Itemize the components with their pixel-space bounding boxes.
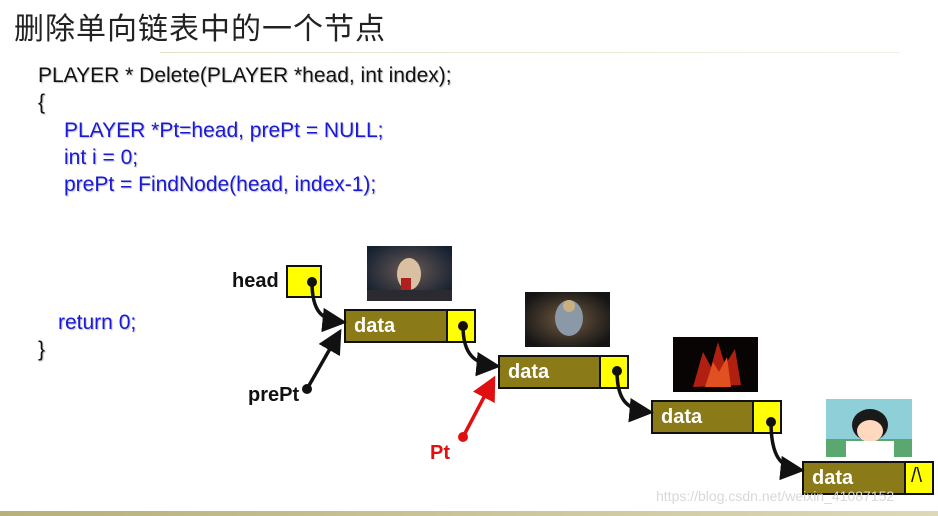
head-label: head xyxy=(232,270,279,292)
pt-arrow xyxy=(458,375,496,442)
prept-arrow xyxy=(302,328,342,394)
node3-next-arrow xyxy=(766,417,805,481)
code-line-signature: PLAYER * Delete(PLAYER *head, int index)… xyxy=(38,64,452,87)
warrior-image xyxy=(367,246,452,301)
node4-character-image xyxy=(826,399,912,457)
cartoon-girl-image xyxy=(826,399,912,457)
node1-character-image xyxy=(367,246,452,301)
title-divider xyxy=(160,52,900,53)
node-data-label: data xyxy=(661,406,703,428)
node-data-label: data xyxy=(812,467,854,489)
null-pointer-box: /\ xyxy=(904,463,932,493)
null-symbol: /\ xyxy=(911,465,923,487)
fire-demon-image xyxy=(673,337,758,392)
node-data-label: data xyxy=(354,315,396,337)
code-line-findnode: prePt = FindNode(head, index-1); xyxy=(64,173,377,196)
code-line-open-brace: { xyxy=(38,91,46,114)
list-node-4: data /\ xyxy=(802,461,934,495)
code-line-pt-init: PLAYER *Pt=head, prePt = NULL; xyxy=(64,119,384,142)
code-line-i-init: int i = 0; xyxy=(64,146,139,169)
code-line-close-brace: } xyxy=(38,338,46,361)
pt-label: Pt xyxy=(430,442,450,464)
slide-title: 删除单向链表中的一个节点 xyxy=(14,12,386,47)
node2-character-image xyxy=(525,292,610,347)
code-line-return: return 0; xyxy=(58,311,137,334)
list-node-1: data xyxy=(344,309,476,343)
head-arrow xyxy=(307,277,347,333)
node-next-pointer xyxy=(752,402,780,432)
node-data-label: data xyxy=(508,361,550,383)
node1-next-arrow xyxy=(458,321,501,377)
knight-image xyxy=(525,292,610,347)
bottom-band xyxy=(0,511,938,516)
node3-character-image xyxy=(673,337,758,392)
prept-label: prePt xyxy=(248,384,300,406)
node2-next-arrow xyxy=(612,366,654,423)
watermark: https://blog.csdn.net/weixin_41087152 xyxy=(656,488,895,504)
list-node-2: data xyxy=(498,355,629,389)
head-pointer-box xyxy=(286,265,322,298)
